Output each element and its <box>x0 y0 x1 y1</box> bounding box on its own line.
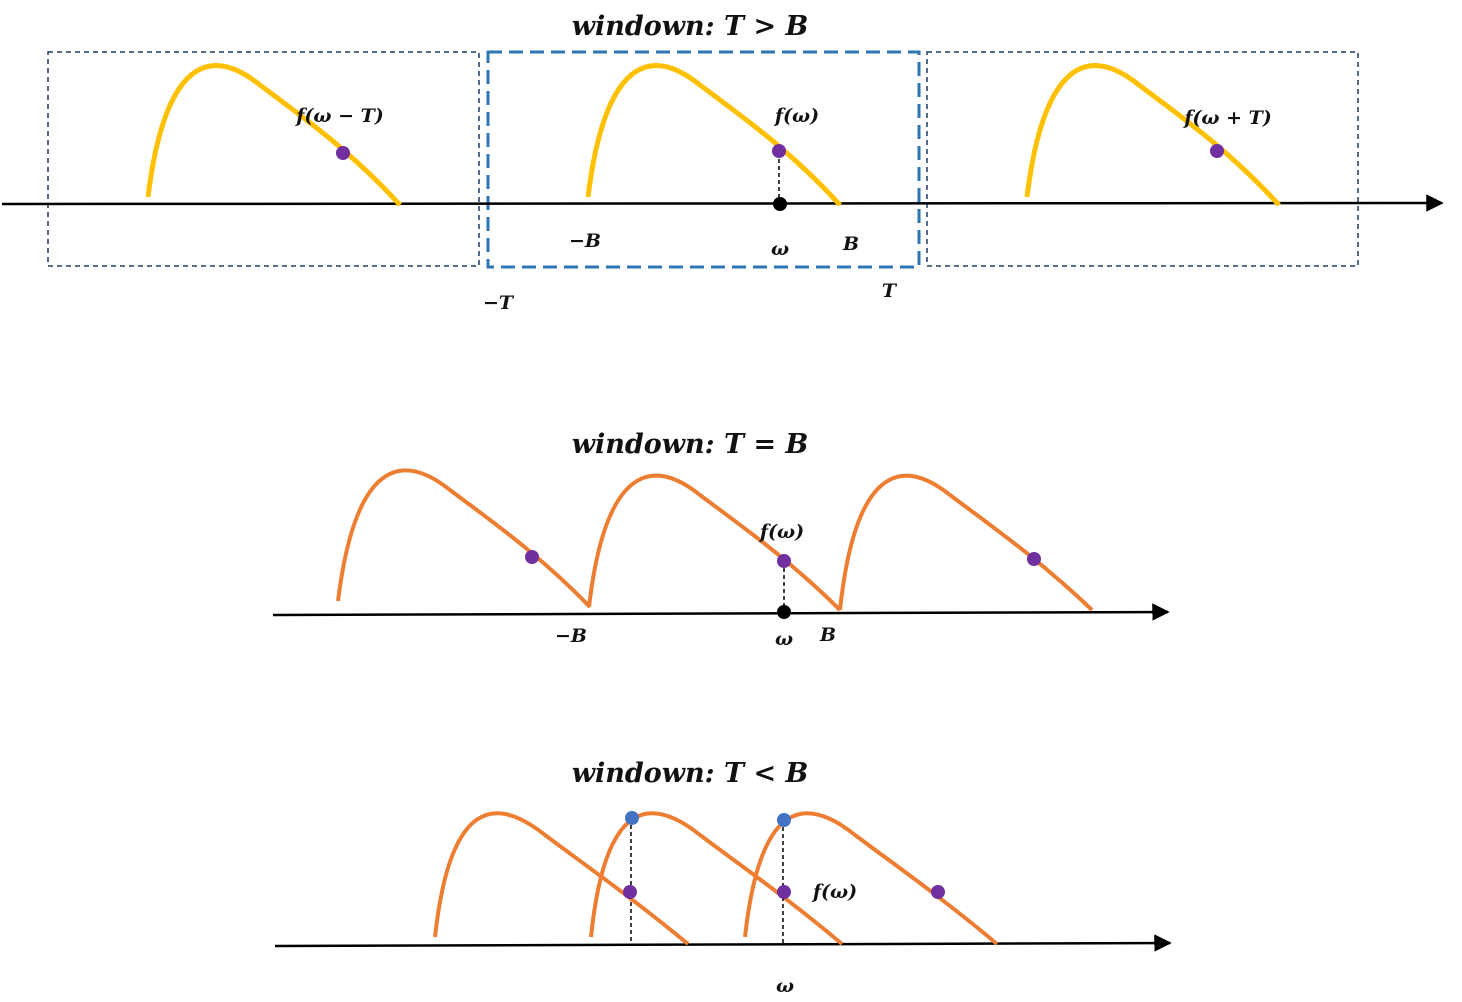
sample-point-shifted-left <box>336 146 350 160</box>
window-box <box>486 50 921 269</box>
sample-point-shifted-left <box>623 885 637 899</box>
spectrum-curve <box>587 473 842 612</box>
omega-marker <box>773 197 787 211</box>
sample-point-shifted-left <box>525 550 539 564</box>
frequency-axis <box>272 603 1170 621</box>
label-f-omega: f(ω) <box>758 521 804 543</box>
panel-t-equals-b: windown: T = B f(ω) −B ω B <box>272 429 1170 650</box>
spectrum-curve-shifted-left <box>145 63 402 207</box>
label-omega: ω <box>776 975 794 997</box>
label-t: T <box>882 280 898 302</box>
spectrum-curve-shifted-right <box>1024 63 1281 207</box>
omega-marker <box>777 605 791 619</box>
shifted-window-right <box>926 51 1359 267</box>
label-f-omega: f(ω) <box>811 881 857 903</box>
panel-title: windown: T > B <box>572 11 809 42</box>
label-omega: ω <box>771 238 789 260</box>
sample-point <box>772 144 786 158</box>
label-neg-b: −B <box>569 230 601 252</box>
label-neg-b: −B <box>555 625 587 647</box>
alias-point-center <box>777 813 791 827</box>
sample-point-shifted-right <box>1027 552 1041 566</box>
spectrum-curve <box>589 811 844 946</box>
panel-t-greater-than-b: windown: T > B f(ω − T) f(ω) f(ω + T) −B… <box>1 11 1444 314</box>
panel-title: windown: T < B <box>572 758 809 789</box>
label-b: B <box>842 233 859 255</box>
spectrum-curve-shifted-left <box>336 468 592 609</box>
shifted-window-left <box>47 51 480 267</box>
frequency-axis <box>1 194 1444 212</box>
label-neg-t: −T <box>483 292 515 314</box>
label-omega: ω <box>775 628 793 650</box>
label-f-omega-plus-t: f(ω + T) <box>1182 107 1272 129</box>
spectrum-curve-shifted-right <box>838 473 1094 612</box>
label-f-omega-minus-t: f(ω − T) <box>294 105 384 127</box>
frequency-axis <box>274 934 1172 952</box>
label-f-omega: f(ω) <box>773 105 819 127</box>
label-b: B <box>819 624 836 646</box>
sample-point <box>777 554 791 568</box>
panel-t-less-than-b: windown: T < B f(ω) ω <box>274 758 1172 997</box>
panel-title: windown: T = B <box>572 429 809 460</box>
spectrum-curve <box>585 63 842 207</box>
alias-point-left <box>625 811 639 825</box>
spectrum-curve-shifted-left <box>433 811 690 946</box>
spectrum-curve-shifted-right <box>743 811 999 946</box>
sample-point-shifted-right <box>1210 144 1224 158</box>
sample-point-shifted-right <box>931 885 945 899</box>
sample-point <box>777 885 791 899</box>
